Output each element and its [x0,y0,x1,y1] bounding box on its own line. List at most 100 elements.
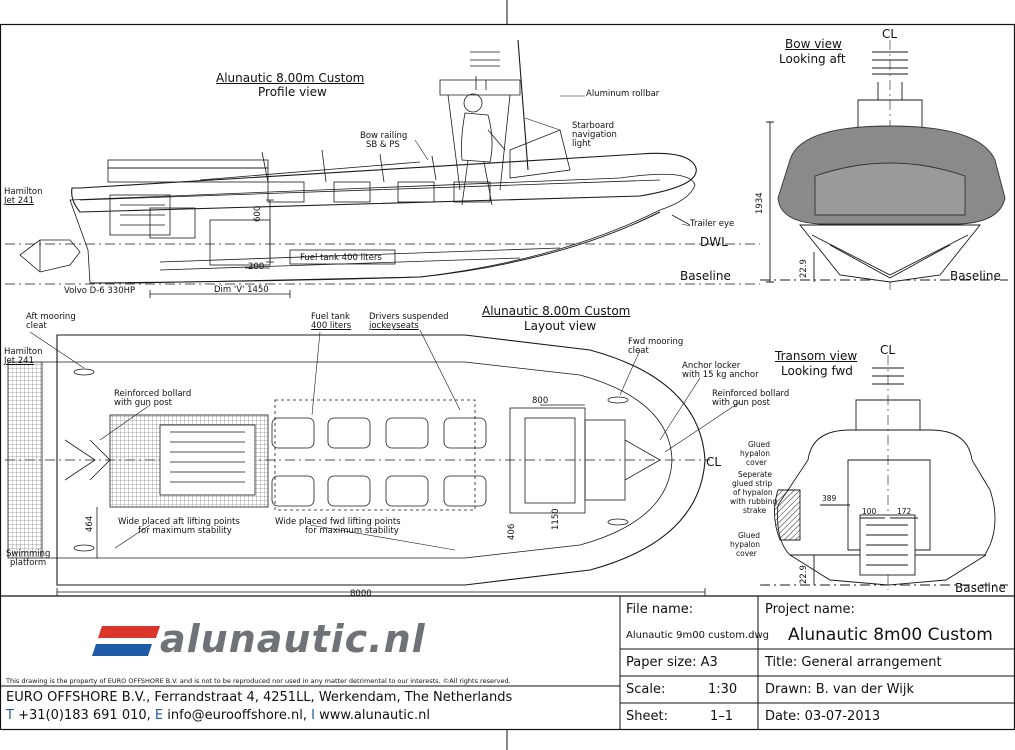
project-name-label: Project name: [765,602,855,617]
copyright-notice: This drawing is the property of EURO OFF… [6,677,511,685]
label-aft-mooring-1: Aft mooring [26,312,76,322]
dim-100: 100 [862,507,877,516]
scale-value: 1:30 [708,682,738,697]
label-profile-baseline: Baseline [680,269,731,283]
contact-t: T [6,708,14,723]
label-fuel-tank-layout-1: Fuel tank [311,312,350,322]
dim-406: 406 [507,523,517,540]
bow-view-subtitle: Looking aft [779,52,846,66]
label-separate-strip-5: strake [743,506,767,515]
label-engine: Volvo D-6 330HP [64,286,136,296]
label-aft-mooring-2: cleat [26,321,47,331]
label-hamilton-jet-layout-2: Jet 241 [4,356,34,366]
sheet-value: 1–1 [710,709,734,724]
transom-view-title: Transom view [775,349,858,363]
dim-464: 464 [85,515,95,532]
dim-800: 800 [532,396,549,406]
bow-view-dim-22: 22.9 [799,259,809,278]
logo-stripes [92,626,160,656]
company-contact: T +31(0)183 691 010, E info@eurooffshore… [6,709,430,722]
label-hamilton-jet-1: Hamilton [4,187,43,197]
scale-label: Scale: [626,682,666,697]
layout-subtitle: Layout view [524,319,597,333]
dim-200: 200 [248,262,265,272]
label-glued-cover-bottom-3: cover [736,549,757,558]
contact-email: info@eurooffshore.nl, [167,708,307,723]
bow-view-baseline: Baseline [950,269,1001,283]
dim-1150: 1150 [551,508,561,530]
bow-view-drawing [760,40,1008,290]
transom-view-baseline: Baseline [955,581,1006,595]
label-glued-cover-bottom-2: hypalon [730,540,760,549]
contact-website: www.alunautic.nl [319,708,431,723]
transom-view-cl: CL [880,343,896,357]
contact-e: E [154,708,164,723]
label-glued-cover-top-1: Glued [748,440,771,449]
profile-title: Alunautic 8.00m Custom [216,71,365,85]
file-name-value: Alunautic 9m00 custom.dwg [626,630,770,641]
profile-view-drawing [5,39,760,298]
project-name-value: Alunautic 8m00 Custom [788,625,993,645]
label-aft-lifting-1: Wide placed aft lifting points [118,517,240,527]
label-drivers-seats-2: jockeyseats [369,321,419,331]
dim-172: 172 [897,507,912,516]
title-line: Title: General arrangement [765,655,942,670]
label-fwd-mooring-2: cleat [628,346,649,356]
label-trailer-eye: Trailer eye [690,219,735,229]
label-fwd-lifting-1: Wide placed fwd lifting points [275,517,401,527]
bow-view-title: Bow view [785,37,842,51]
label-glued-cover-top-3: cover [746,458,767,467]
label-bollard-aft-2: with gun post [114,398,172,408]
label-fwd-mooring-1: Fwd mooring [628,337,684,347]
sheet-label: Sheet: [626,709,668,724]
transom-view-subtitle: Looking fwd [781,364,853,378]
layout-cl: CL [706,455,722,469]
label-hamilton-jet-2: Jet 241 [4,196,34,206]
date-line: Date: 03-07-2013 [765,709,881,724]
label-anchor-locker-2: with 15 kg anchor [682,370,759,380]
label-anchor-locker-1: Anchor locker [682,361,741,371]
label-starboard-nav-3: light [572,139,591,149]
layout-view-drawing [5,329,741,596]
label-bollard-fwd-1: Reinforced bollard [712,389,790,399]
bow-view-cl: CL [882,27,898,41]
label-aluminum-rollbar: Aluminum rollbar [586,89,660,99]
label-starboard-nav-2: navigation [572,130,617,140]
label-glued-cover-bottom-1: Glued [738,531,761,540]
contact-phone: +31(0)183 691 010, [18,708,151,723]
dim-389: 389 [822,494,837,503]
label-separate-strip-4: with rubbing [730,497,778,506]
label-fwd-lifting-2: for maximum stability [305,526,399,536]
profile-subtitle: Profile view [258,85,327,99]
company-address: EURO OFFSHORE B.V., Ferrandstraat 4, 425… [6,690,513,705]
transom-view-dim-22: 22.9 [799,565,809,584]
label-dim-v: Dim 'V' 1450 [214,285,269,295]
layout-title: Alunautic 8.00m Custom [482,304,631,318]
label-swimming-platform-1: Swimming [6,549,51,559]
label-hamilton-jet-layout-1: Hamilton [4,347,43,357]
label-bow-railing-1: Bow railing [360,131,408,141]
transom-view-drawing [760,355,1008,590]
label-drivers-seats-1: Drivers suspended [369,312,449,322]
drawn-line: Drawn: B. van der Wijk [765,682,914,697]
dim-600: 600 [253,205,263,222]
contact-separator: I [311,708,315,723]
label-separate-strip-1: Seperate [738,470,772,479]
dim-8000: 8000 [350,589,372,599]
label-dwl: DWL [700,235,728,249]
label-glued-cover-top-2: hypalon [740,449,770,458]
label-bollard-aft-1: Reinforced bollard [114,389,192,399]
label-bow-railing-2: SB & PS [366,140,400,150]
file-name-label: File name: [626,602,694,617]
bow-view-height-dim: 1934 [755,192,765,214]
title-block-grid [0,596,1015,730]
label-fuel-tank-profile: Fuel tank 400 liters [300,253,382,263]
label-starboard-nav-1: Starboard [572,121,614,131]
label-swimming-platform-2: platform [10,558,47,568]
label-separate-strip-3: of hypalon [733,488,773,497]
label-aft-lifting-2: for maximum stability [138,526,232,536]
company-logo: alunautic.nl [160,617,426,661]
paper-size: Paper size: A3 [626,655,718,670]
